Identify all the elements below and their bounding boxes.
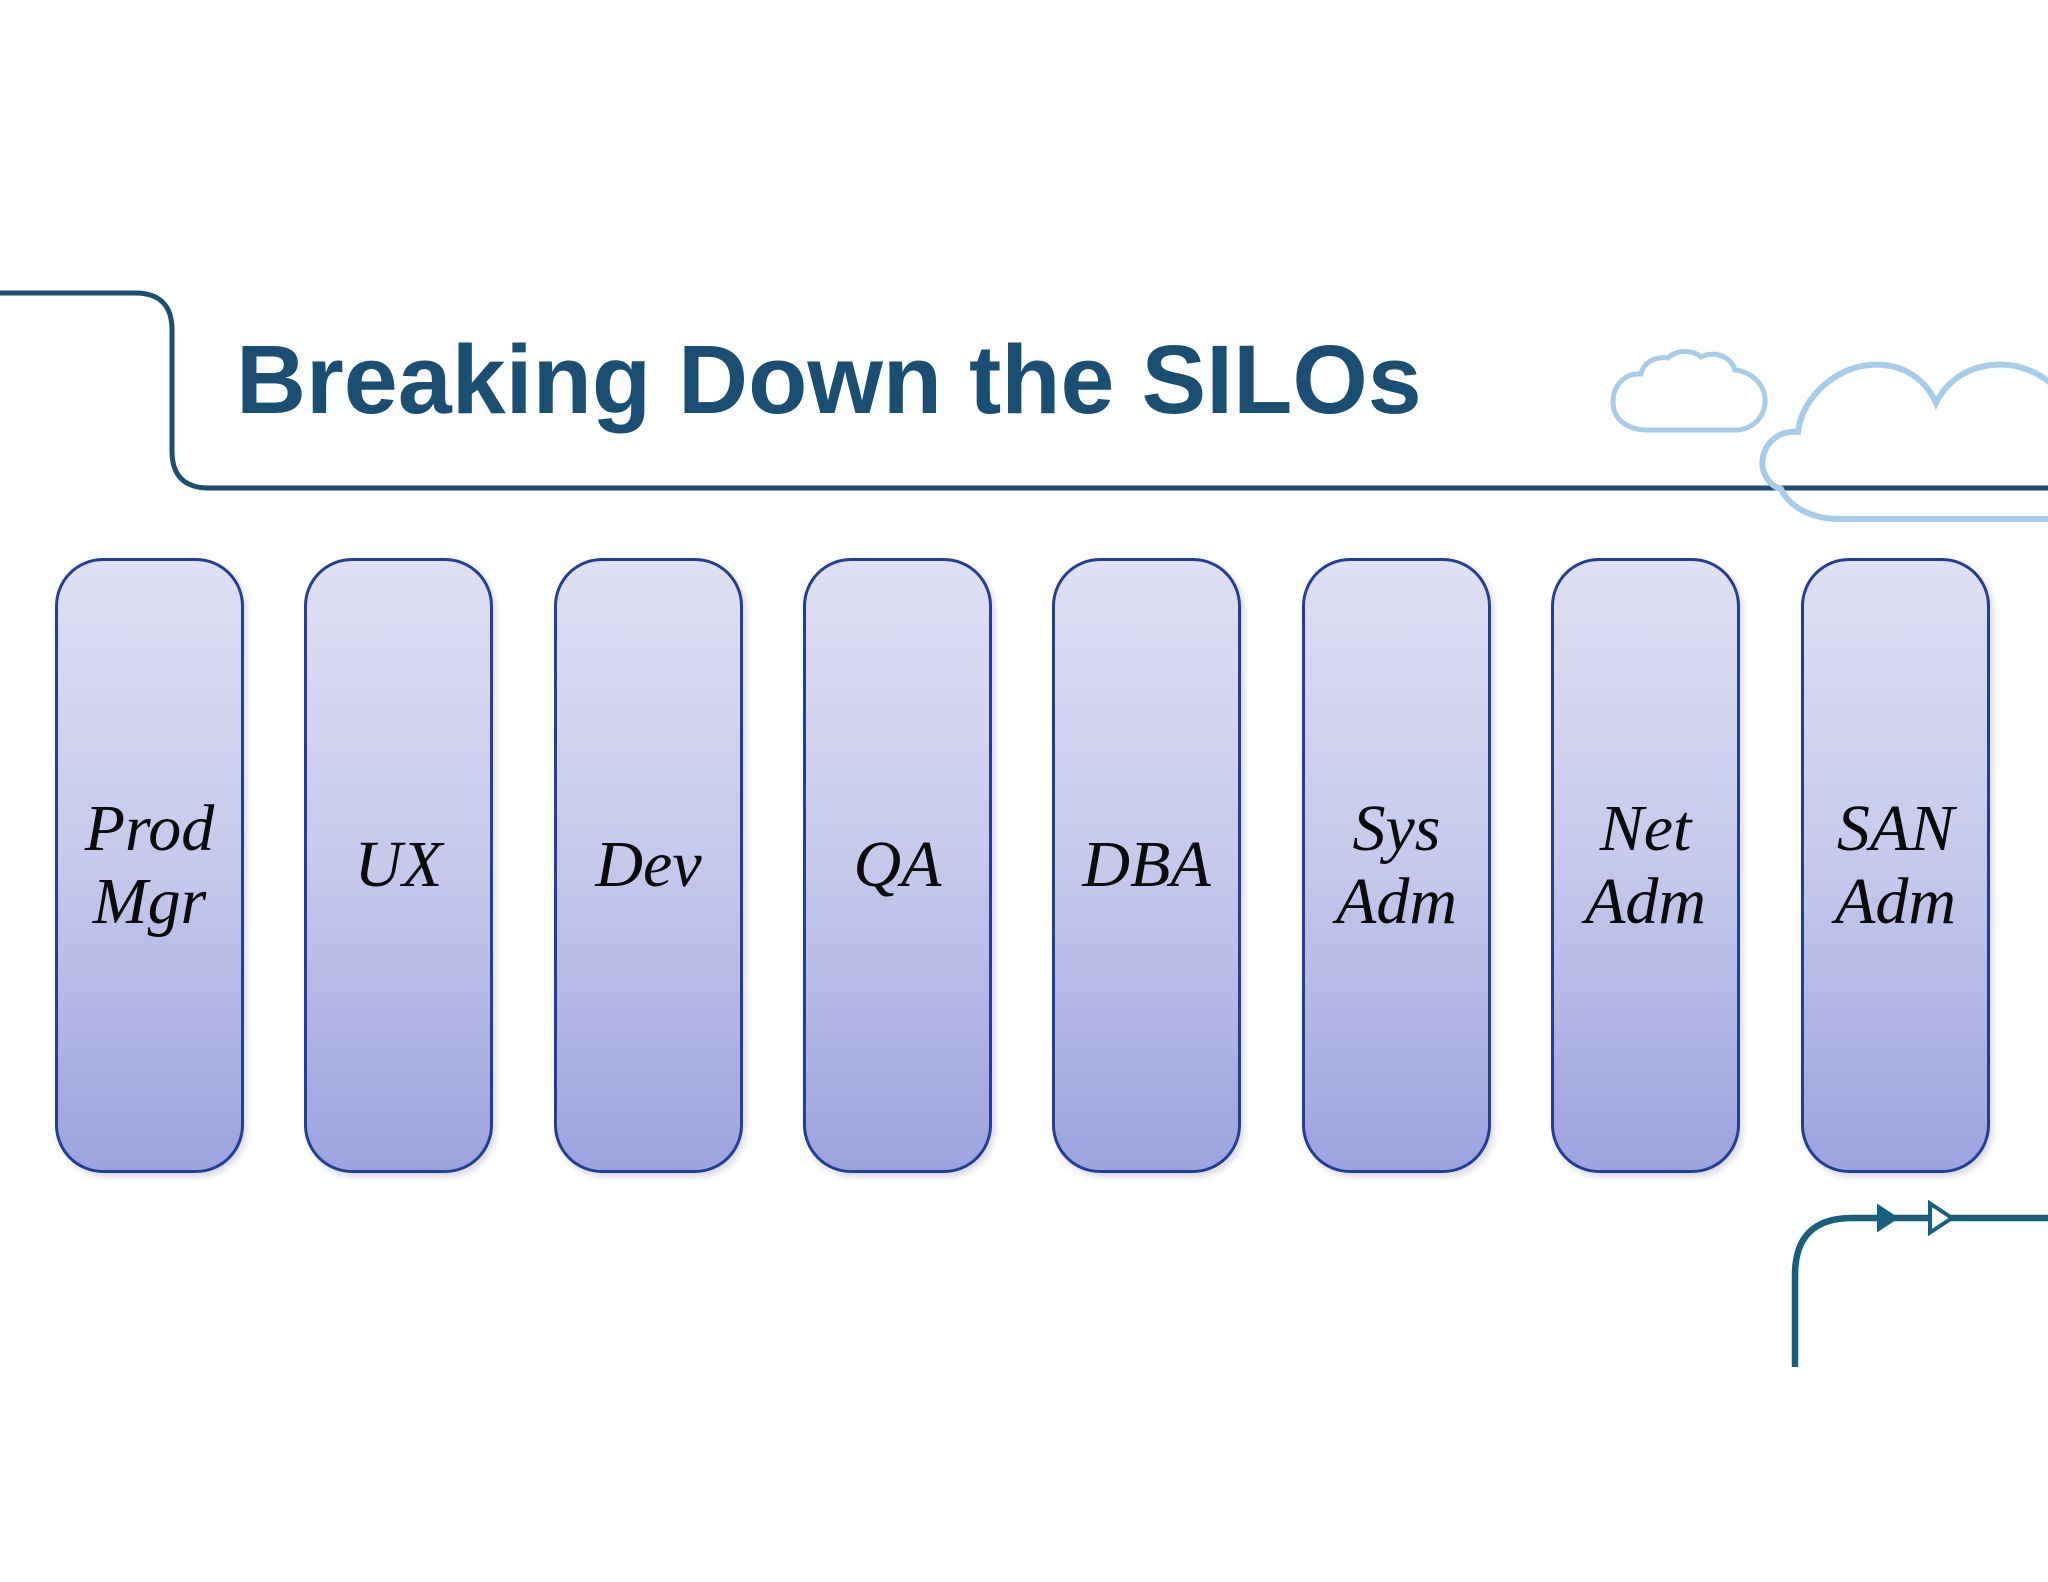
small-cloud-icon (1610, 349, 1768, 433)
silo-prod-mgr: Prod Mgr (55, 558, 244, 1173)
silo-qa: QA (803, 558, 992, 1173)
silo-label: Sys Adm (1336, 791, 1457, 938)
page-title: Breaking Down the SILOs (236, 325, 1422, 434)
silo-dba: DBA (1052, 558, 1241, 1173)
silo-label: UX (354, 828, 443, 902)
silo-sys-adm: Sys Adm (1302, 558, 1491, 1173)
silo-label: QA (853, 828, 942, 902)
silo-label: SAN Adm (1835, 791, 1956, 938)
silo-label: Net Adm (1585, 791, 1706, 938)
silo-ux: UX (304, 558, 493, 1173)
silo-label: DBA (1082, 828, 1211, 902)
silo-net-adm: Net Adm (1551, 558, 1740, 1173)
silo-label: Dev (595, 828, 702, 902)
filled-right-arrow-icon (1877, 1203, 1899, 1233)
silo-label: Prod Mgr (84, 791, 215, 938)
large-cloud-icon (1759, 361, 2048, 522)
flow-connector-line-icon (1791, 1214, 2048, 1367)
silo-san-adm: SAN Adm (1801, 558, 1990, 1173)
silo-dev: Dev (554, 558, 743, 1173)
open-right-arrow-icon (1928, 1199, 1956, 1237)
